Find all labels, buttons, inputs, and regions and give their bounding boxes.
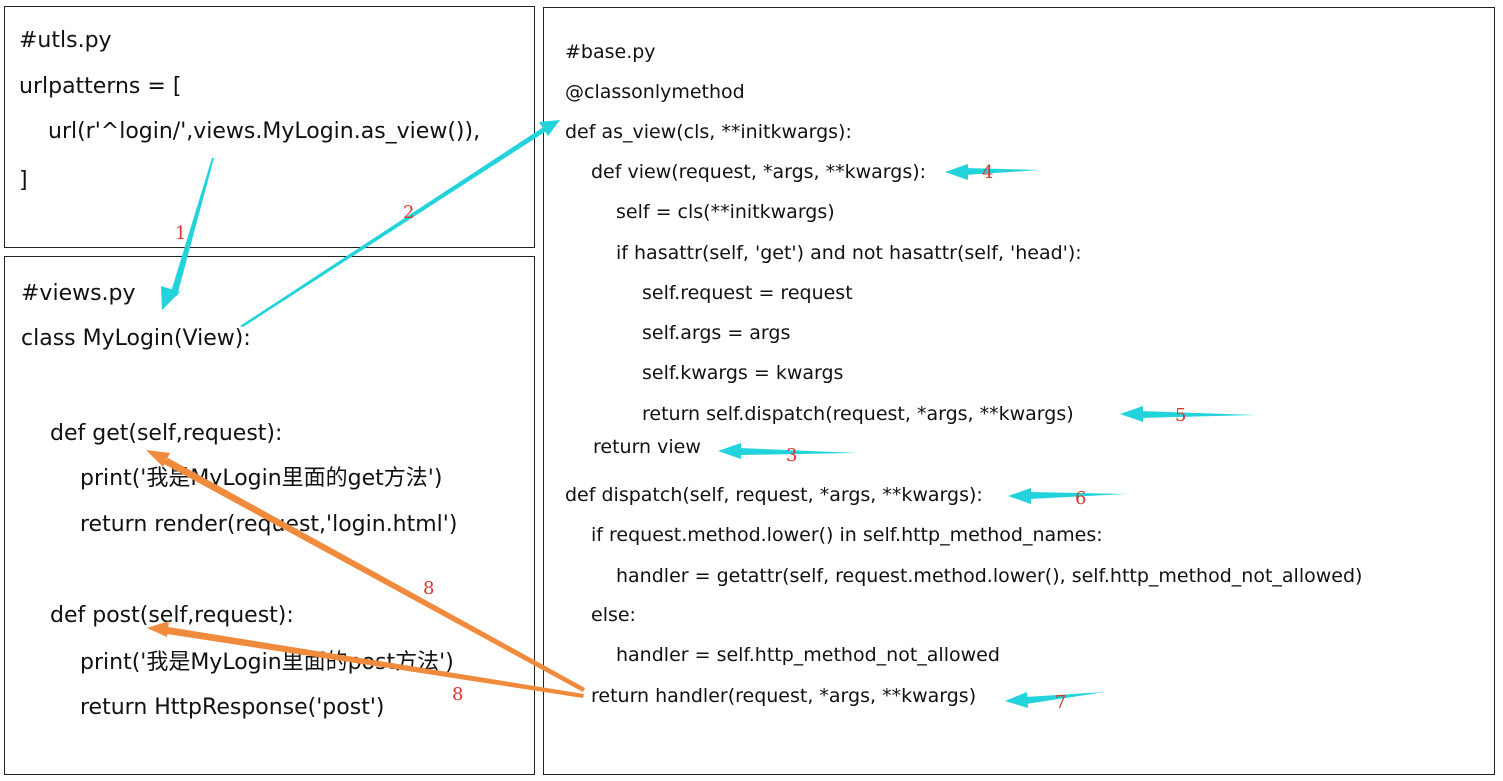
code-line: self.request = request	[642, 282, 853, 304]
code-line: print('我是MyLogin里面的get方法')	[80, 466, 443, 491]
code-line: def dispatch(self, request, *args, **kwa…	[565, 484, 983, 506]
base-code-box	[543, 7, 1495, 775]
code-line: #utls.py	[19, 28, 112, 53]
code-line: return self.dispatch(request, *args, **k…	[642, 403, 1074, 425]
code-line: return view	[593, 436, 701, 458]
code-line: urlpatterns = [	[19, 74, 182, 99]
code-line: handler = getattr(self, request.method.l…	[616, 565, 1363, 587]
code-line: return HttpResponse('post')	[80, 695, 385, 720]
code-line: def as_view(cls, **initkwargs):	[565, 121, 852, 143]
code-line: self.args = args	[642, 322, 791, 344]
code-line: else:	[591, 604, 636, 626]
code-line: ]	[19, 168, 28, 193]
code-line: @classonlymethod	[565, 81, 745, 103]
code-line: class MyLogin(View):	[21, 326, 251, 351]
code-line: def view(request, *args, **kwargs):	[591, 161, 927, 183]
code-line: if hasattr(self, 'get') and not hasattr(…	[616, 242, 1082, 264]
code-line: url(r'^login/',views.MyLogin.as_view()),	[48, 119, 481, 144]
code-line: self.kwargs = kwargs	[642, 362, 844, 384]
code-line: def get(self,request):	[50, 421, 283, 446]
code-line: print('我是MyLogin里面的post方法')	[80, 650, 454, 675]
code-line: if request.method.lower() in self.http_m…	[591, 524, 1103, 546]
code-line: #base.py	[565, 41, 656, 63]
code-line: return handler(request, *args, **kwargs)	[591, 685, 977, 707]
code-line: #views.py	[21, 281, 136, 306]
code-line: self = cls(**initkwargs)	[616, 201, 835, 223]
code-line: return render(request,'login.html')	[80, 512, 458, 537]
code-line: handler = self.http_method_not_allowed	[616, 644, 1000, 666]
code-line: def post(self,request):	[50, 603, 294, 628]
